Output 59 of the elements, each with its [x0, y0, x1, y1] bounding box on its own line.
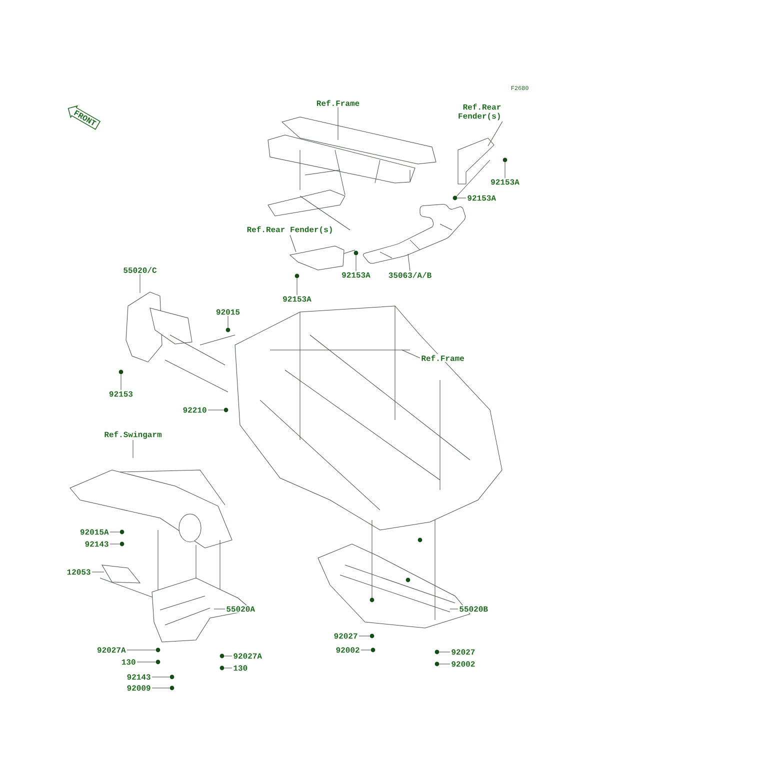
- callout-label: 92153A: [490, 178, 520, 186]
- callout-label: 92027: [450, 648, 476, 656]
- leader-line: [132, 440, 134, 458]
- leader-line: [408, 254, 410, 272]
- leader-line: [120, 374, 122, 390]
- callout-label: 92027A: [232, 652, 263, 660]
- callout-label: 92153A: [466, 194, 497, 202]
- callout-label: 92015: [215, 308, 241, 316]
- callout-label: Ref.Rear Fender(s): [458, 104, 501, 120]
- callout-label: 55020/C: [122, 266, 158, 274]
- callout-label: 92027A: [96, 646, 127, 654]
- callout-label: 92027: [332, 632, 359, 640]
- bolt: [170, 686, 174, 690]
- callout-label: 92009: [126, 684, 152, 692]
- bolt: [120, 542, 124, 546]
- callout-label: 35063/A/B: [387, 271, 433, 279]
- leader-line: [152, 676, 170, 678]
- callout-label: 92210: [182, 406, 208, 414]
- bolt: [452, 196, 458, 200]
- callout-label: 92143: [126, 673, 152, 681]
- leader-line: [504, 162, 506, 178]
- callout-label: 55020B: [458, 605, 489, 613]
- callout-label: 92015A: [79, 528, 110, 536]
- callout-label: Ref.Rear Fender(s): [246, 225, 334, 235]
- callout-label: Ref.Swingarm: [103, 430, 163, 440]
- callout-label: 12053: [66, 568, 92, 576]
- bolt: [434, 662, 440, 666]
- bolt: [120, 530, 124, 534]
- leader-line: [296, 278, 298, 296]
- bolt: [170, 674, 174, 680]
- bolt: [220, 654, 224, 658]
- bolt: [370, 634, 374, 638]
- bolt: [502, 158, 508, 162]
- callout-label: 92153A: [282, 295, 312, 303]
- leader-line: [488, 121, 503, 146]
- bolt: [226, 328, 230, 332]
- bolt: [220, 666, 224, 670]
- callout-label: 130: [120, 658, 137, 666]
- bolt: [294, 274, 300, 278]
- bolt: [434, 650, 440, 654]
- callout-label: 92143: [84, 540, 110, 548]
- bolt: [118, 370, 124, 374]
- callout-label: 92002: [450, 660, 476, 668]
- callout-label: 92153: [108, 390, 134, 398]
- leader-line: [402, 350, 420, 358]
- bolt: [224, 408, 228, 412]
- callout-label: 55020A: [225, 605, 256, 613]
- leader-line: [214, 608, 226, 610]
- bolt: [156, 648, 160, 652]
- callout-label: 92153A: [340, 271, 372, 279]
- bolt: [354, 250, 358, 256]
- callout-label: Ref.Frame: [420, 354, 466, 362]
- bolt: [156, 660, 160, 664]
- leader-line: [450, 608, 458, 610]
- callout-label: 130: [232, 664, 249, 672]
- callout-label: Ref.Frame: [315, 99, 361, 107]
- bolt: [370, 648, 376, 652]
- leader-line: [290, 234, 296, 252]
- callout-label: 92002: [334, 646, 361, 654]
